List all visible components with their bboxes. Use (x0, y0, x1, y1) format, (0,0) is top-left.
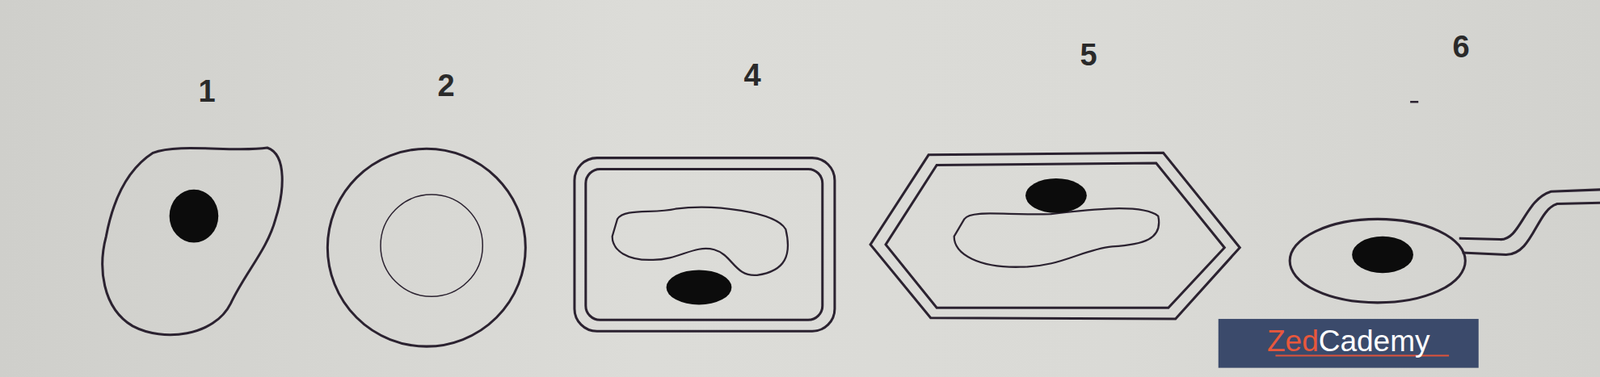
nucleus (666, 269, 733, 305)
vacuole (612, 207, 788, 276)
nucleus (1351, 236, 1414, 274)
figure-number: 6 (1452, 31, 1470, 63)
cell-wall (870, 152, 1240, 320)
cell-membrane (102, 147, 283, 336)
cell-outer-circle (327, 148, 526, 347)
watermark-box (1218, 319, 1479, 369)
vacuole (954, 208, 1160, 268)
dash-mark (1410, 101, 1419, 104)
sperm-head (1289, 218, 1466, 303)
cell-membrane (585, 169, 823, 321)
figure-number: 4 (743, 59, 761, 91)
sperm-tail (1462, 202, 1600, 255)
figure-number: 2 (437, 70, 455, 102)
watermark-text: Cademy (1318, 326, 1431, 357)
cell-inner-circle (380, 194, 483, 297)
cell-wall (574, 158, 835, 333)
nucleus (169, 189, 219, 244)
nucleus (1025, 178, 1087, 214)
figure-number: 5 (1079, 39, 1097, 71)
figure-number: 1 (197, 75, 215, 107)
watermark-text: Zed (1267, 326, 1319, 357)
sperm-tail (1459, 189, 1600, 240)
cell-membrane (885, 163, 1225, 308)
